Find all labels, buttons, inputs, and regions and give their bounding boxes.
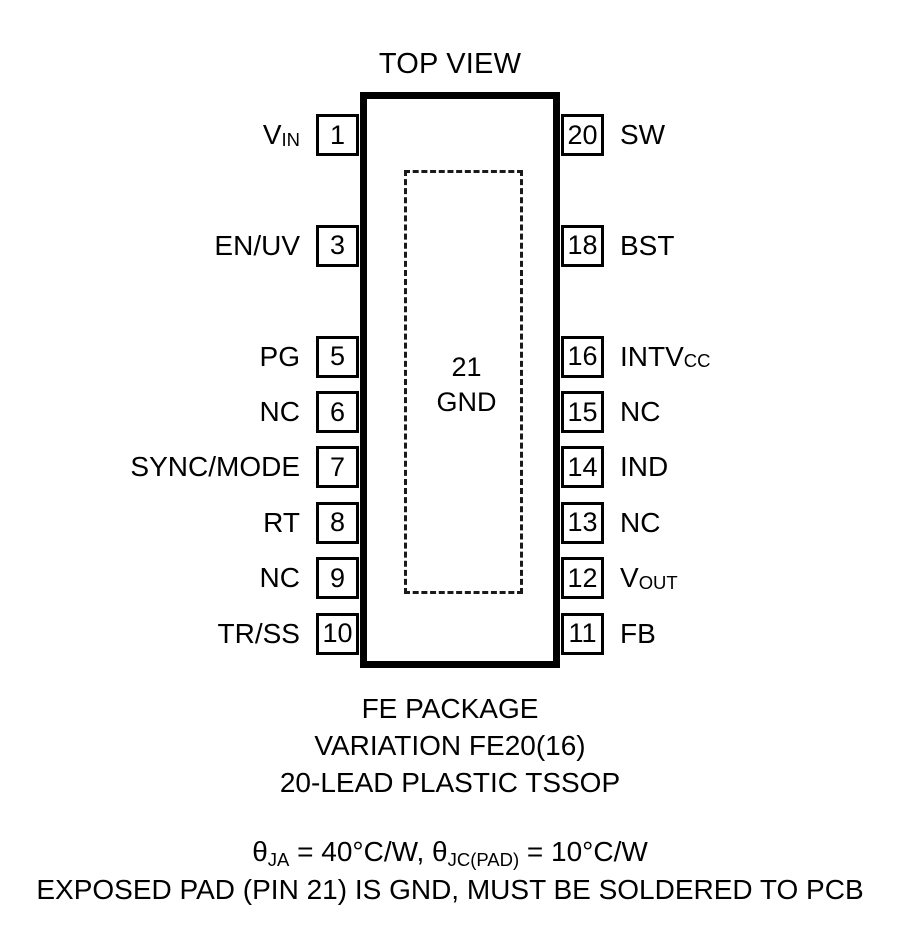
pin-label-text: NC bbox=[259, 396, 300, 427]
pin-box-20[interactable]: 20 bbox=[561, 114, 604, 156]
pin-label-6: NC bbox=[260, 391, 300, 433]
pin-label-text: NC bbox=[259, 562, 300, 594]
pin-label-18: BST bbox=[620, 225, 674, 267]
package-caption-line: VARIATION FE20(16) bbox=[314, 730, 586, 762]
exposed-pad-note: EXPOSED PAD (PIN 21) IS GND, MUST BE SOL… bbox=[36, 873, 864, 905]
pin-box-15[interactable]: 15 bbox=[561, 391, 604, 433]
pin-label-text: V bbox=[620, 562, 639, 594]
pin-label-15: NC bbox=[620, 391, 660, 433]
pin-box-1[interactable]: 1 bbox=[316, 114, 359, 156]
pin-label-text: TR/SS bbox=[217, 617, 300, 649]
pin-label-text: INTV bbox=[620, 340, 684, 372]
pin-box-18[interactable]: 18 bbox=[561, 224, 604, 267]
theta-jc-subscript: JC(PAD) bbox=[447, 848, 520, 870]
pin-box-10[interactable]: 10 bbox=[316, 612, 359, 655]
pin-label-8: RT bbox=[263, 502, 300, 544]
pin-box-14[interactable]: 14 bbox=[561, 446, 604, 489]
theta-ja-symbol: θ bbox=[252, 836, 268, 867]
exposed-pad-pin-number: 21 bbox=[451, 352, 482, 383]
thermal-caption: θJA = 40°C/W, θJC(PAD) = 10°C/W EXPOSED … bbox=[0, 833, 900, 909]
theta-jc-value: = 10°C/W bbox=[519, 836, 648, 867]
pin-label-subscript: IN bbox=[281, 128, 300, 150]
package-caption-line: FE PACKAGE bbox=[361, 693, 539, 724]
pin-box-9[interactable]: 9 bbox=[316, 557, 359, 600]
pin-box-8[interactable]: 8 bbox=[316, 501, 359, 544]
pin-label-11: FB bbox=[620, 613, 656, 655]
pin-label-subscript: CC bbox=[683, 350, 711, 372]
thermal-resistance-line: θJA = 40°C/W, θJC(PAD) = 10°C/W bbox=[0, 833, 900, 871]
exposed-pad-outline: 21 GND bbox=[404, 170, 523, 594]
pin-label-20: SW bbox=[620, 114, 665, 156]
pin-label-14: IND bbox=[620, 446, 668, 488]
pin-label-9: NC bbox=[260, 557, 300, 599]
pin-label-text: NC bbox=[620, 396, 661, 427]
pin-label-text: V bbox=[262, 119, 282, 150]
pin-label-7: SYNC/MODE bbox=[130, 446, 300, 488]
exposed-pad-pin-name: GND bbox=[436, 387, 497, 417]
package-body-outline bbox=[360, 92, 560, 668]
pin-label-text: SW bbox=[620, 119, 666, 150]
package-caption: FE PACKAGE VARIATION FE20(16) 20-LEAD PLAS… bbox=[0, 690, 900, 802]
pin-label-text: PG bbox=[259, 340, 300, 372]
pin-label-text: EN/UV bbox=[214, 229, 300, 261]
pin-label-text: SYNC/MODE bbox=[130, 451, 300, 483]
pin-label-text: FB bbox=[620, 617, 656, 649]
pin-box-12[interactable]: 12 bbox=[561, 557, 604, 600]
pin-box-6[interactable]: 6 bbox=[316, 391, 359, 433]
pin-label-text: IND bbox=[620, 451, 669, 483]
pin-label-3: EN/UV bbox=[214, 225, 300, 267]
pin-box-5[interactable]: 5 bbox=[316, 335, 359, 378]
theta-ja-value: = 40°C/W, bbox=[289, 836, 433, 867]
pin-box-11[interactable]: 11 bbox=[561, 612, 604, 655]
pin-label-text: NC bbox=[620, 506, 661, 538]
pin-label-10: TR/SS bbox=[218, 613, 300, 655]
pin-label-subscript: OUT bbox=[638, 571, 678, 593]
pin-label-text: BST bbox=[620, 229, 675, 261]
theta-jc-symbol: θ bbox=[432, 836, 448, 867]
theta-ja-subscript: JA bbox=[267, 848, 290, 870]
pin-box-7[interactable]: 7 bbox=[316, 446, 359, 489]
pin-label-13: NC bbox=[620, 502, 660, 544]
package-caption-line: 20-LEAD PLASTIC TSSOP bbox=[279, 767, 621, 799]
page-title: TOP VIEW bbox=[378, 48, 522, 80]
pin-box-3[interactable]: 3 bbox=[316, 224, 359, 267]
pin-box-16[interactable]: 16 bbox=[561, 335, 604, 378]
pin-label-5: PG bbox=[260, 336, 300, 378]
pin-label-text: RT bbox=[263, 506, 300, 538]
exposed-pad-label: 21 GND bbox=[407, 173, 526, 597]
pin-box-13[interactable]: 13 bbox=[561, 501, 604, 544]
